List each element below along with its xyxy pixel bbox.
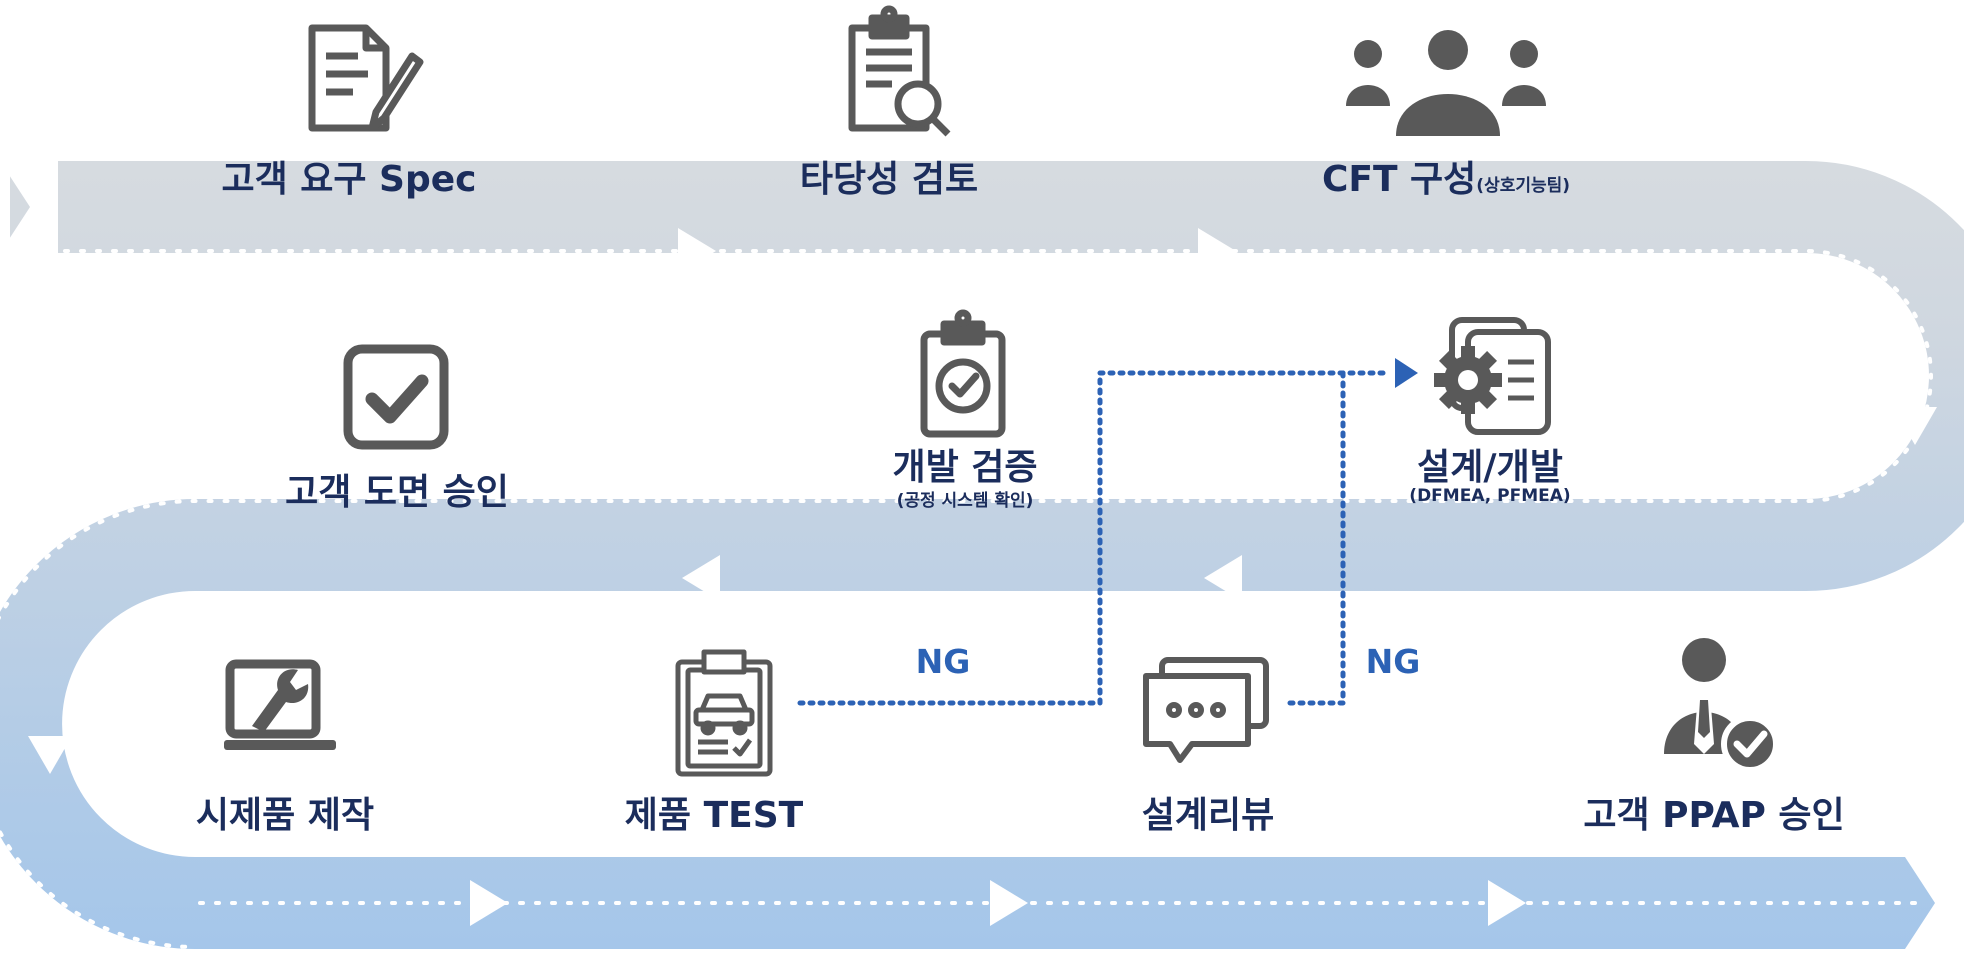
approver-check-icon: [1664, 638, 1779, 773]
laptop-wrench-icon: [224, 659, 336, 750]
step-drawing-approval: 고객 도면 승인: [285, 472, 509, 513]
ng-label-right: NG: [1365, 642, 1421, 681]
step-ppap-approval: 고객 PPAP 승인: [1583, 795, 1845, 836]
arrow-right-3: [470, 880, 508, 926]
document-pen-icon: [308, 24, 424, 132]
clipboard-check-icon: [920, 309, 1006, 438]
step-prototype: 시제품 제작: [195, 795, 375, 836]
arrow-down-left: [28, 736, 72, 774]
step-cft-sub: (상호기능팀): [1476, 176, 1571, 196]
step-dev-verify-sub: (공정 시스템 확인): [896, 491, 1034, 511]
step-customer-spec: 고객 요구 Spec: [221, 159, 477, 200]
gear-document-icon: [1434, 317, 1551, 435]
ng-feedback-lines: [797, 370, 1393, 706]
team-icon: [1346, 30, 1546, 136]
step-cft-main: CFT 구성: [1321, 159, 1477, 200]
road-start-chevron: [0, 161, 58, 253]
arrow-down-right: [1893, 407, 1937, 445]
clipboard-search-icon: [848, 5, 951, 137]
arrow-left-2: [682, 555, 720, 601]
chat-bubbles-icon: [1143, 657, 1269, 763]
step-dev-verify: 개발 검증: [892, 447, 1038, 488]
arrow-right-5: [1488, 880, 1526, 926]
clipboard-car-icon: [675, 649, 773, 777]
arrow-left-1: [1204, 555, 1242, 601]
step-design-dev: 설계/개발: [1417, 447, 1563, 488]
step-feasibility: 타당성 검토: [799, 159, 979, 200]
ng-line-right: [1287, 370, 1346, 706]
ng-line-left: [797, 370, 1393, 706]
step-design-dev-sub: (DFMEA, PFMEA): [1409, 486, 1571, 506]
step-design-review: 설계리뷰: [1141, 795, 1275, 836]
step-cft: CFT 구성(상호기능팀): [1322, 150, 1570, 202]
step-product-test: 제품 TEST: [624, 795, 804, 836]
arrow-right-2: [1198, 228, 1236, 274]
road-end-chevron: [1905, 857, 1964, 949]
process-road: [0, 161, 1964, 949]
ng-arrowhead: [1395, 358, 1418, 388]
checkbox-icon: [343, 344, 449, 450]
ng-label-left: NG: [915, 642, 971, 681]
arrow-right-4: [990, 880, 1028, 926]
road-dotted-line: [0, 249, 1933, 949]
arrow-right-1: [678, 228, 716, 274]
direction-arrows: [28, 228, 1937, 926]
